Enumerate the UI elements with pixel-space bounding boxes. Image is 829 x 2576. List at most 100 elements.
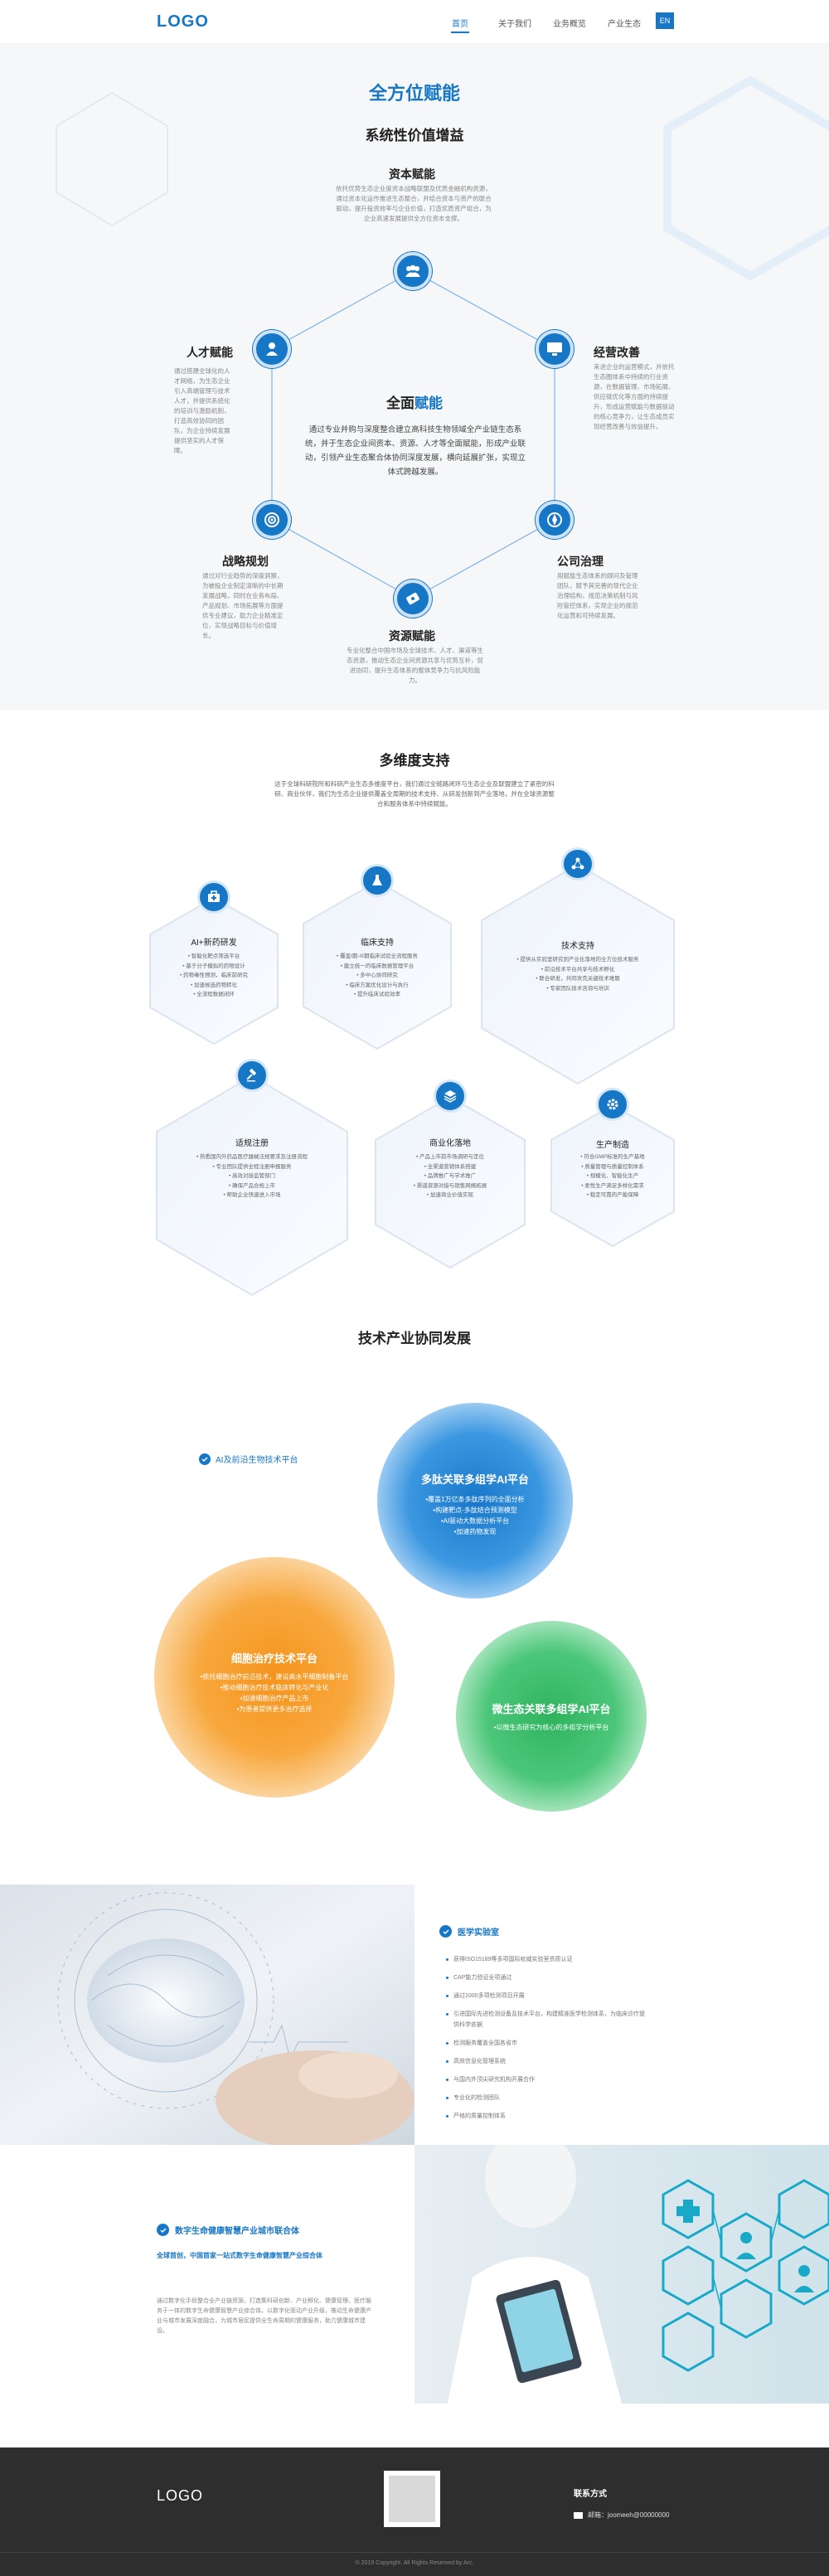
- nav-about[interactable]: 关于我们: [498, 20, 531, 29]
- strategy-text: 通过对行业趋势的深度洞察，为被投企业制定清晰的中长期发展战略，同时在业务布局、产…: [202, 572, 284, 639]
- ticket-icon: [394, 580, 432, 618]
- card-commercial[interactable]: 商业化落地 • 产品上市前市场调研与定位 • 全渠道营销体系搭建 • 品牌推广与…: [373, 1079, 527, 1270]
- card-title: 生产制造: [596, 1141, 629, 1150]
- microbiome-ai-bubble[interactable]: 微生态关联多组学AI平台 •以微生态研究为核心的多组学分析平台: [456, 1621, 647, 1812]
- lab-list-item: 专业化的检测团队: [446, 2093, 645, 2103]
- card-list: • 覆盖I期-III期临床试验全流程服务 • 建立统一的临床数据管理平台 • 多…: [319, 952, 435, 1000]
- bubble-list: •依托细胞治疗前沿技术，建设高水平细胞制备平台 •推动细胞治疗技术临床转化与产业…: [200, 1671, 349, 1715]
- card-title: AI+新药研发: [191, 939, 237, 948]
- lab-list-item: 引进国际先进检测设备及技术平台，构建精准医学检测体系，为临床诊疗提供科学依据: [446, 2009, 645, 2030]
- bubble-title: 微生态关联多组学AI平台: [492, 1703, 611, 1715]
- lab-list-item: 检测服务覆盖全国各省市: [446, 2038, 645, 2049]
- card-regulatory[interactable]: 适规注册 • 熟悉国内外药品医疗器械法规要求及注册流程 • 专业团队提供全程注册…: [154, 1059, 350, 1298]
- brain-hologram-illustration: [0, 1885, 414, 2145]
- center-title: 全面赋能: [307, 391, 522, 412]
- layers-icon: [434, 1079, 467, 1113]
- footer-divider: [0, 2552, 829, 2553]
- consortium-text: 通过数字化手段整合全产业链资源，打造集科研创新、产业孵化、健康管理、医疗服务于一…: [157, 2298, 371, 2334]
- nav-business[interactable]: 业务概览: [553, 20, 586, 29]
- consortium-subtitle: 全球首创，中国首家一站式数字生命健康智慧产业综合体: [157, 2252, 322, 2259]
- bubble-line: •加速药物发现: [453, 1528, 497, 1535]
- network-icon: [561, 847, 594, 880]
- section-title: 全方位赋能: [368, 83, 460, 104]
- card-list-item: • 柔性生产满足多样化需求: [581, 1182, 644, 1189]
- lab-image: [0, 1885, 414, 2145]
- card-manufacturing[interactable]: 生产制造 • 符合GMP标准的生产基地 • 质量管理与质量控制体系 • 规模化、…: [549, 1088, 676, 1249]
- qr-code: [384, 2471, 440, 2527]
- card-list-item: • 基于分子模拟的药物设计: [182, 963, 245, 969]
- bubble-line: •推动细胞治疗技术临床转化与产业化: [220, 1684, 329, 1691]
- card-hexagon: [550, 1104, 675, 1248]
- mail-icon: [574, 2511, 583, 2519]
- card-list-item: • 加速候选药物转化: [190, 982, 238, 988]
- ai-platform-tag: AI及前沿生物技术平台: [199, 1453, 298, 1465]
- card-list-item: • 提升临床试验效率: [353, 992, 401, 997]
- footer-logo[interactable]: LOGO: [157, 2487, 204, 2504]
- bubble-line: •依托细胞治疗前沿技术，建设高水平细胞制备平台: [200, 1673, 349, 1681]
- lab-heading: 医学实验室: [439, 1925, 499, 1938]
- card-list-item: • 全渠道营销体系搭建: [424, 1163, 477, 1170]
- card-list: • 产品上市前市场调研与定位 • 全渠道营销体系搭建 • 品牌推广与学术推广 •…: [391, 1152, 509, 1201]
- section-subtitle: 系统性价值增益: [365, 128, 464, 143]
- card-list-item: • 联合研发，共同攻克关键技术难题: [536, 976, 620, 982]
- card-technical[interactable]: 技术支持 • 提供从实验室研究到产业化落地的全方位技术服务 • 前沿技术平台共享…: [479, 847, 676, 1086]
- site-footer: LOGO 联系方式 邮箱：joomeeh@00000000 © 2019 Cop…: [0, 2447, 829, 2576]
- bubble-line: •AI驱动大数据分析平台: [440, 1517, 510, 1525]
- logo[interactable]: LOGO: [157, 12, 209, 31]
- card-hexagon: [156, 1075, 348, 1297]
- check-icon: [199, 1453, 211, 1465]
- bubble-line: •覆盖1万亿条多肽序列的全面分析: [425, 1496, 525, 1503]
- nav-ecosystem[interactable]: 产业生态: [608, 20, 641, 29]
- bubble-title: 细胞治疗技术平台: [230, 1652, 318, 1665]
- card-list: • 符合GMP标准的生产基地 • 质量管理与质量控制体系 • 规模化、智能化生产…: [564, 1152, 662, 1201]
- target-icon: [253, 501, 291, 539]
- lab-list-item: 严格的质量控制体系: [446, 2111, 645, 2122]
- support-desc: 这于全球科研院所和科研产业生态多维度平台，我们通过全链路闭环与生态企业及联盟建立…: [274, 780, 555, 808]
- cell-therapy-bubble[interactable]: 细胞治疗技术平台 •依托细胞治疗前沿技术，建设高水平细胞制备平台 •推动细胞治疗…: [154, 1557, 395, 1797]
- gear-icon: [596, 1088, 629, 1121]
- card-ai-drug[interactable]: AI+新药研发 • 智能化靶点筛选平台 • 基于分子模拟的药物设计 • 药物毒性…: [148, 880, 280, 1046]
- card-list-item: • 确保产品合规上市: [228, 1182, 276, 1189]
- card-hexagon: [303, 880, 452, 1050]
- contact-title: 联系方式: [574, 2490, 607, 2499]
- strategy-title: 战略规划: [222, 555, 269, 568]
- lab-panel: 医学实验室 获得ISO15189等多项国际权威实验室资质认证 CAP能力验证全项…: [414, 1885, 829, 2145]
- copyright: © 2019 Copyright. All Rights Reserved by…: [355, 2560, 474, 2566]
- card-list-item: • 药物毒性预测，临床前研究: [179, 973, 249, 978]
- card-list-item: • 前沿技术平台共享与技术孵化: [541, 966, 615, 973]
- card-list: • 智能化靶点筛选平台 • 基于分子模拟的药物设计 • 药物毒性预测，临床前研究…: [164, 952, 264, 1000]
- card-list: • 提供从实验室研究到产业化落地的全方位技术服务 • 前沿技术平台共享与技术孵化…: [507, 955, 648, 993]
- card-list-item: • 建立统一的临床数据管理平台: [340, 963, 414, 969]
- empower-section: 全方位赋能 系统性价值增益 资本赋能 依托优势生态企业度资本战略联盟及优质金融机…: [0, 43, 829, 711]
- governance-text: 用赋能生态体系的顾问及管理团队，赋予其完善的现代企业治理结构，规范决策机制与风险…: [557, 572, 638, 619]
- talent-title: 人才赋能: [187, 346, 233, 359]
- check-icon: [439, 1925, 452, 1938]
- site-header: LOGO 首页 关于我们 业务概览 产业生态 EN: [0, 0, 829, 43]
- lab-list-item: 通过1000多项检测项目开展: [446, 1991, 645, 2001]
- card-list-item: • 稳定可靠的产能保障: [586, 1192, 639, 1198]
- language-button[interactable]: EN: [656, 12, 674, 29]
- lab-list-item: 高效信息化管理系统: [446, 2056, 645, 2067]
- resource-text: 专业化整合中国市场及全球技术、人才、渠道等生态资源，推动生态企业间资源共享与优势…: [347, 647, 483, 684]
- card-list-item: • 质量管理与质量控制体系: [581, 1163, 644, 1170]
- card-list-item: • 全流程数据闭环: [193, 992, 235, 997]
- card-list-item: • 智能化靶点筛选平台: [187, 953, 240, 959]
- lab-list: 获得ISO15189等多项国际权威实验室资质认证 CAP能力验证全项通过 通过1…: [446, 1954, 645, 2129]
- peptide-ai-bubble[interactable]: 多肽关联多组学AI平台 •覆盖1万亿条多肽序列的全面分析 •构建靶点-多肽结合预…: [377, 1403, 573, 1598]
- card-list-item: • 专业团队提供全程注册申报服务: [212, 1163, 292, 1170]
- card-clinical[interactable]: 临床支持 • 覆盖I期-III期临床试验全流程服务 • 建立统一的临床数据管理平…: [301, 864, 453, 1051]
- monitor-icon: [536, 330, 574, 368]
- nav-home[interactable]: 首页: [433, 17, 487, 33]
- consortium-panel: 数字生命健康智慧产业城市联合体 全球首创，中国首家一站式数字生命健康智慧产业综合…: [0, 2145, 414, 2404]
- email-text[interactable]: 邮箱：joomeeh@00000000: [588, 2511, 670, 2519]
- bubble-line: •加速细胞治疗产品上市: [240, 1695, 309, 1702]
- bubble-line: •构建靶点-多肽结合预测模型: [433, 1506, 517, 1514]
- medical-tech-image: [414, 2145, 829, 2404]
- lab-list-item: 与国内外顶尖研究机构开展合作: [446, 2074, 645, 2085]
- card-list-item: • 多中心协同研究: [356, 973, 398, 978]
- card-title: 技术支持: [561, 942, 594, 951]
- operation-text: 来进企业的运营模式，并依托生态圈体系中持续的行业资源，在数据管理、市场拓展、供应…: [594, 363, 675, 430]
- consortium-title: 数字生命健康智慧产业城市联合体: [175, 2227, 299, 2236]
- card-list-item: • 高效对接监管部门: [228, 1173, 276, 1179]
- card-hexagon: [481, 863, 675, 1085]
